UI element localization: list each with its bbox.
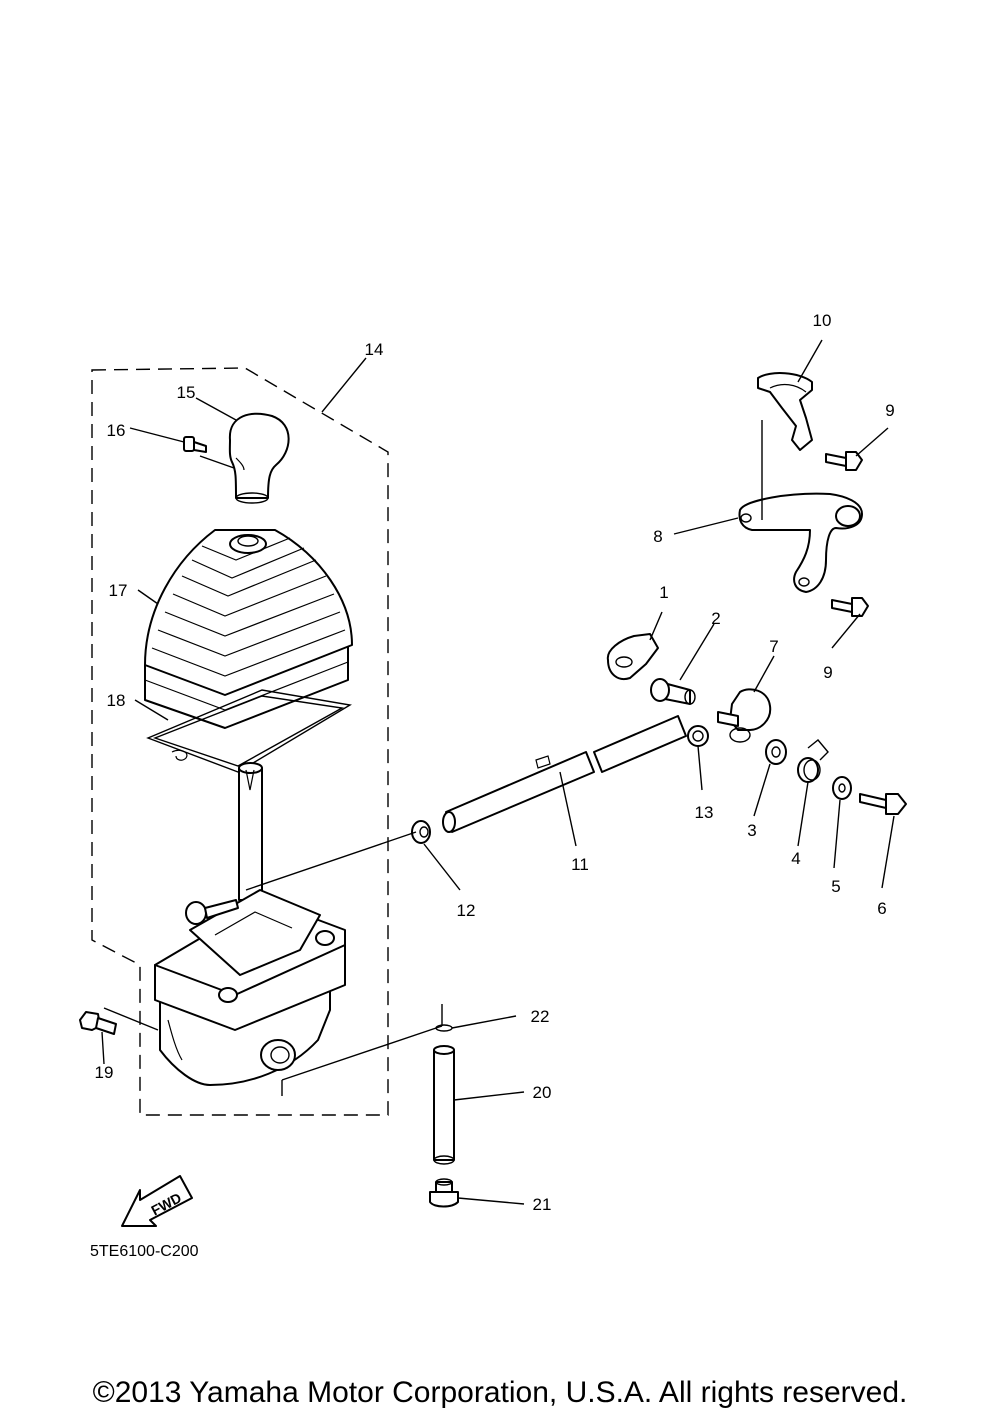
callout-5: 5	[831, 877, 840, 896]
callout-14: 14	[365, 340, 384, 359]
leader-lines	[101, 339, 895, 1205]
bracket-bolt-upper	[825, 451, 863, 471]
boot-gasket	[146, 689, 352, 773]
copyright-notice: ©2013 Yamaha Motor Corporation, U.S.A. A…	[92, 1376, 908, 1409]
callout-21: 21	[533, 1195, 552, 1214]
callout-18: 18	[107, 691, 126, 710]
shaft-collar	[687, 725, 709, 747]
callout-19: 19	[95, 1063, 114, 1082]
callout-11: 11	[571, 855, 589, 874]
callout-3: 3	[747, 821, 756, 840]
washer-small	[832, 776, 852, 800]
shift-knob	[228, 412, 290, 504]
callout-10: 10	[813, 311, 832, 330]
shift-housing	[154, 889, 346, 1086]
joint-assembly	[717, 688, 772, 743]
callout-2: 2	[711, 609, 720, 628]
collar	[650, 678, 696, 705]
pin	[433, 1045, 455, 1165]
callout-numbers: 1 2 3 4 5 6 7 8 9 9 10 11 12 13 14 15 16…	[95, 311, 895, 1214]
callout-15: 15	[177, 383, 196, 402]
callout-9-lower: 9	[823, 663, 832, 682]
callout-13: 13	[695, 803, 714, 822]
bracket-bolt-lower	[831, 597, 869, 617]
callout-1: 1	[659, 583, 668, 602]
callout-7: 7	[769, 637, 778, 656]
cable-clamp	[757, 372, 813, 451]
circlip	[435, 1024, 453, 1032]
shift-bracket	[738, 420, 863, 593]
washer	[765, 739, 787, 765]
diagram-code: 5TE6100-C200	[90, 1243, 199, 1260]
knob-screw	[183, 436, 207, 453]
callout-12: 12	[457, 901, 476, 920]
shift-lever-stem	[238, 762, 263, 901]
shift-boot	[144, 529, 353, 729]
shift-lever-plate	[606, 633, 659, 680]
shaft-bushing	[411, 820, 431, 844]
housing-bolt	[79, 1011, 117, 1035]
fwd-arrow-icon: FWD	[121, 1175, 193, 1227]
callout-8: 8	[653, 527, 662, 546]
callout-16: 16	[107, 421, 126, 440]
callout-17: 17	[109, 581, 128, 600]
callout-9-upper: 9	[885, 401, 894, 420]
callout-20: 20	[533, 1083, 552, 1102]
cap	[429, 1178, 459, 1208]
assembly-14-boundary	[91, 367, 389, 1116]
pivot-bolt	[859, 793, 907, 815]
callout-4: 4	[791, 849, 800, 868]
callout-22: 22	[531, 1007, 550, 1026]
callout-6: 6	[877, 899, 886, 918]
shift-shaft	[442, 715, 687, 833]
torsion-spring	[797, 739, 829, 783]
